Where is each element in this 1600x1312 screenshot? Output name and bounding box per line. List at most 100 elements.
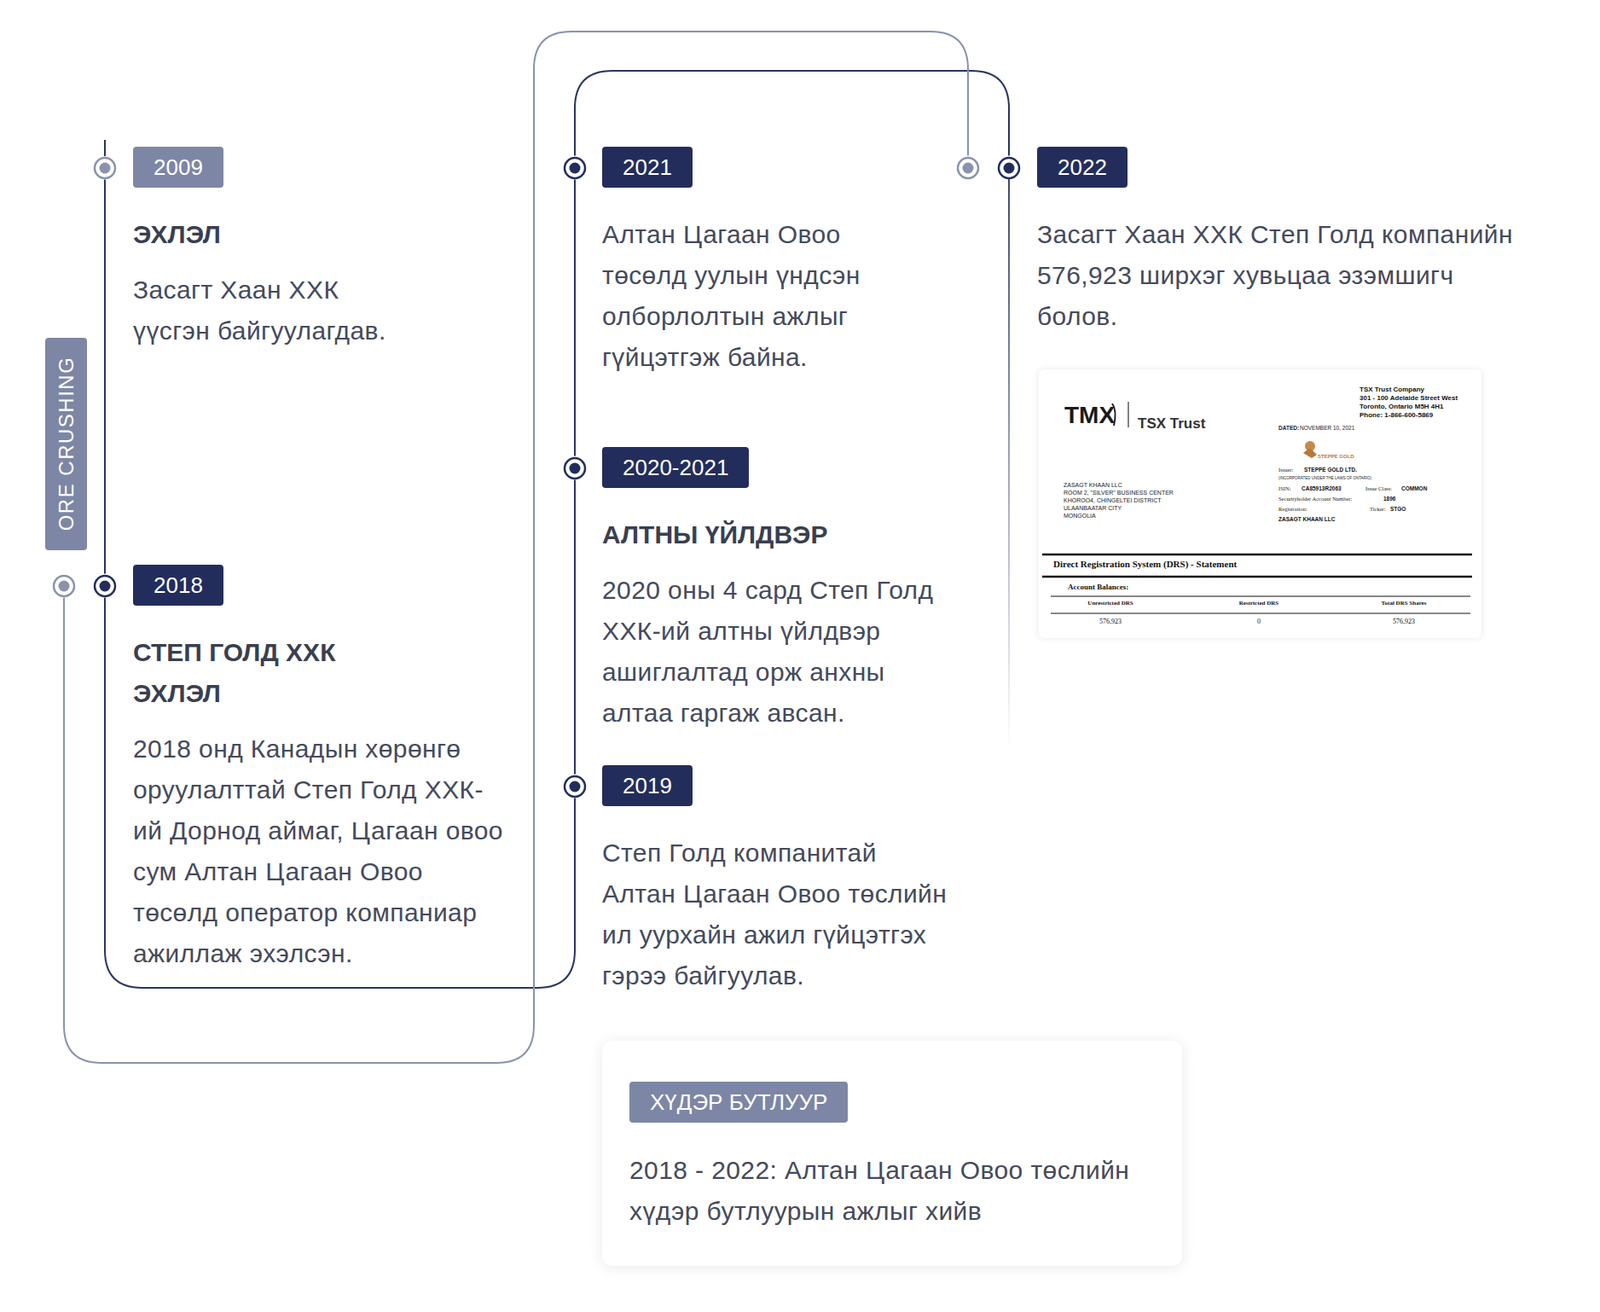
statement-text: KHOROO4, CHINGELTEI DISTRICT	[1063, 497, 1162, 504]
year-badge: 2021	[602, 146, 693, 188]
dot-ring	[53, 575, 75, 597]
timeline-connector	[63, 31, 969, 1063]
year-badge: 2019	[602, 765, 693, 806]
timeline-dot	[956, 156, 980, 180]
statement-text: ULAANBAATAR CITY	[1063, 504, 1122, 511]
statement-text: (INCORPORATED UNDER THE LAWS OF ONTARIO)	[1278, 476, 1372, 482]
statement-text: Unrestricted DRS	[1087, 600, 1133, 607]
timeline-node: 2019Степ Голд компанитай Алтан Цагаан Ов…	[562, 765, 952, 997]
card-text: 2018 - 2022: Алтан Цагаан Овоо төслийн х…	[629, 1149, 1155, 1232]
statement-text: 1896	[1383, 496, 1396, 503]
statement-text: ZASAGT KHAAN LLC	[1278, 516, 1335, 523]
statement-text: Registration:	[1278, 506, 1308, 513]
timeline-node: 2009ЭХЛЭЛ Засагт Хаан ХХК үүсгэн байгуула…	[92, 146, 389, 352]
timeline-dot	[562, 456, 587, 481]
statement-text: 0	[1257, 618, 1261, 626]
dot-core	[569, 162, 581, 174]
year-badge: 2020-2021	[602, 446, 749, 488]
steppe-logo	[1303, 440, 1317, 458]
statement-text: Securityholder Account Number:	[1278, 496, 1352, 503]
statement-text: 576,923	[1392, 618, 1415, 626]
dot-ring	[957, 157, 979, 179]
statement-text: MONGOLIA	[1063, 512, 1096, 519]
rule	[1042, 553, 1473, 557]
statement-text: Ticker:	[1369, 506, 1386, 513]
badge-row: 2009	[133, 146, 389, 188]
event-heading: АЛТНЫ ҮЙЛДВЭР	[602, 514, 952, 556]
dot-core	[962, 162, 974, 174]
share-statement: TMX TSX Trust TSX Trust Company301 - 100 A…	[1038, 369, 1482, 638]
statement-text: Issue Class:	[1365, 486, 1392, 493]
timeline-dot	[562, 774, 587, 799]
timeline-stub	[104, 139, 106, 157]
statement-text: Restricted DRS	[1239, 600, 1279, 607]
timeline-content: 2022Засагт Хаан ХХК Степ Голд компанийн …	[1037, 146, 1515, 337]
statement-text: TSX Trust	[1137, 416, 1206, 431]
year-badge: 2009	[133, 146, 224, 188]
year-badge: 2018	[133, 564, 224, 606]
timeline-content: 2019Степ Голд компанитай Алтан Цагаан Ов…	[602, 765, 952, 997]
timeline-tail	[1008, 179, 1010, 751]
timeline-connector	[104, 597, 575, 989]
rule	[1050, 613, 1471, 615]
timeline-node: 2018СТЕП ГОЛД ХХК ЭХЛЭЛ2018 онд Канадын …	[52, 564, 509, 974]
rule	[1050, 596, 1471, 598]
dot-core	[569, 462, 581, 474]
card-badge: ХҮДЭР БУТЛУУР	[629, 1081, 848, 1123]
event-text: Засагт Хаан ХХК үүсгэн байгуулагдав.	[133, 269, 389, 352]
timeline-node: 2022Засагт Хаан ХХК Степ Голд компанийн …	[956, 146, 1515, 337]
statement-text: Phone: 1-866-600-5869	[1359, 411, 1433, 419]
badge-row: 2022	[1037, 146, 1515, 188]
dot-ring	[998, 157, 1020, 179]
statement-text: Total DRS Shares	[1381, 600, 1427, 607]
dot-core	[569, 780, 581, 792]
badge-row: 2021	[602, 146, 927, 188]
timeline-content: 2021Алтан Цагаан Овоо төсөлд уулын үндсэ…	[602, 146, 927, 378]
statement-text: STEPPE GOLD LTD.	[1304, 467, 1357, 474]
year-badge: 2022	[1037, 146, 1128, 188]
dot-ring	[564, 457, 586, 479]
statement-text: TSX Trust Company	[1359, 386, 1425, 394]
statement-text: ZASAGT KHAAN LLC	[1063, 481, 1123, 488]
dot-ring	[564, 776, 586, 797]
event-text: Степ Голд компанитай Алтан Цагаан Овоо т…	[602, 832, 952, 997]
dot-core	[99, 162, 111, 174]
event-heading: ЭХЛЭЛ	[133, 214, 389, 256]
statement-text: TMX	[1064, 403, 1115, 428]
statement-text: Account Balances:	[1067, 583, 1129, 592]
statement-text: COMMON	[1401, 486, 1427, 493]
statement-text: DATED:	[1278, 425, 1299, 432]
statement-text: STEPPE GOLD	[1317, 453, 1355, 459]
event-text: 2020 оны 4 сард Степ Голд ХХК-ий алтны ү…	[602, 569, 952, 734]
dot-ring	[94, 157, 116, 179]
timeline-content: 2020-2021АЛТНЫ ҮЙЛДВЭР 2020 оны 4 сард Ст…	[602, 446, 952, 734]
band-label: ORE CRUSHING	[54, 356, 79, 532]
dot-core	[99, 579, 111, 592]
badge-row: 2018	[133, 564, 509, 606]
event-text: Алтан Цагаан Овоо төсөлд уулын үндсэн ол…	[602, 214, 927, 378]
timeline-connector	[573, 480, 576, 775]
logo-divider	[1127, 401, 1129, 428]
timeline-node: 2021Алтан Цагаан Овоо төсөлд уулын үндсэ…	[562, 146, 927, 378]
timeline-connector	[574, 70, 1009, 157]
timeline-content: 2018СТЕП ГОЛД ХХК ЭХЛЭЛ2018 онд Канадын …	[133, 564, 509, 974]
statement-text: ROOM 2, "SILVER" BUSINESS CENTER	[1063, 489, 1174, 496]
dot-core	[1003, 162, 1015, 174]
statement-text: ISIN:	[1278, 486, 1291, 493]
dot-ring	[564, 157, 586, 179]
statement-text: Issuer:	[1278, 467, 1293, 474]
timeline-content: 2009ЭХЛЭЛ Засагт Хаан ХХК үүсгэн байгуула…	[133, 146, 389, 352]
timeline-node: 2020-2021АЛТНЫ ҮЙЛДВЭР 2020 оны 4 сард Ст…	[562, 446, 952, 734]
dot-ring	[94, 575, 116, 597]
statement-text: 301 - 100 Adelaide Street West	[1359, 394, 1458, 402]
badge-row: 2019	[602, 765, 952, 806]
timeline-dot	[92, 573, 117, 598]
event-text: 2018 онд Канадын хөрөнгө оруулалттай Сте…	[133, 728, 509, 974]
timeline-dot	[562, 156, 587, 180]
statement-text: NOVEMBER 10, 2021	[1299, 425, 1355, 432]
statement-text: 576,923	[1099, 618, 1122, 626]
timeline-dot	[52, 573, 76, 598]
timeline-dot	[92, 156, 117, 180]
phase-band: ORE CRUSHING	[45, 337, 87, 551]
